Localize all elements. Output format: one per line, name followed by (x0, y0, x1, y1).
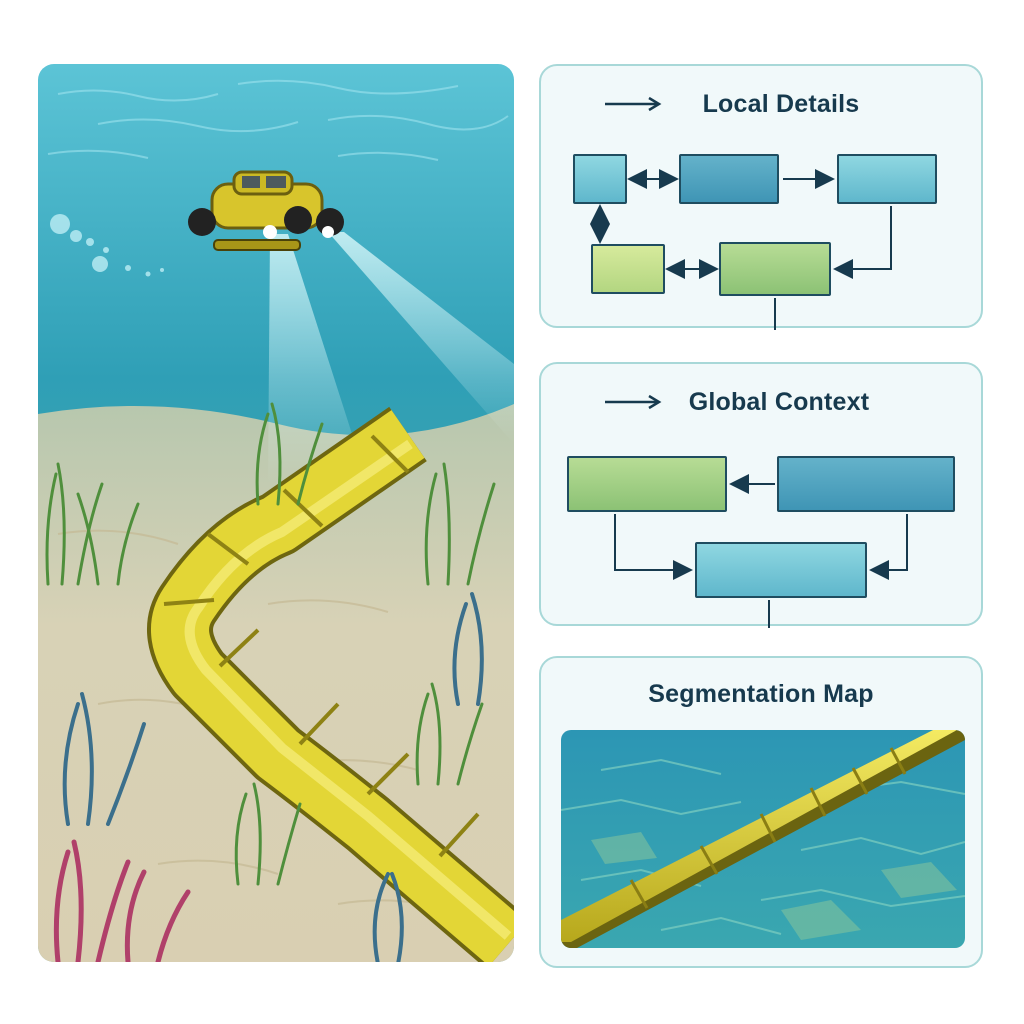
global-context-panel: Global Context (539, 362, 983, 628)
local-node-2 (679, 154, 779, 204)
local-node-3 (837, 154, 937, 204)
underwater-rov-icon (188, 170, 344, 251)
local-node-1 (573, 154, 627, 204)
local-node-4 (591, 244, 665, 294)
segmentation-map-panel: Segmentation Map (539, 656, 983, 968)
global-node-2 (777, 456, 955, 512)
local-details-title: Local Details (702, 90, 860, 118)
global-node-3 (695, 542, 867, 598)
underwater-scene-illustration (38, 64, 514, 962)
local-details-panel: Local Details (539, 64, 983, 330)
arrow-right-icon (605, 394, 662, 410)
local-node-5 (719, 242, 831, 296)
segmentation-map-title: Segmentation Map (648, 680, 874, 708)
global-node-1 (567, 456, 727, 512)
segmentation-map-image (561, 730, 965, 948)
arrow-right-icon (605, 96, 662, 112)
global-context-title: Global Context (688, 388, 870, 416)
